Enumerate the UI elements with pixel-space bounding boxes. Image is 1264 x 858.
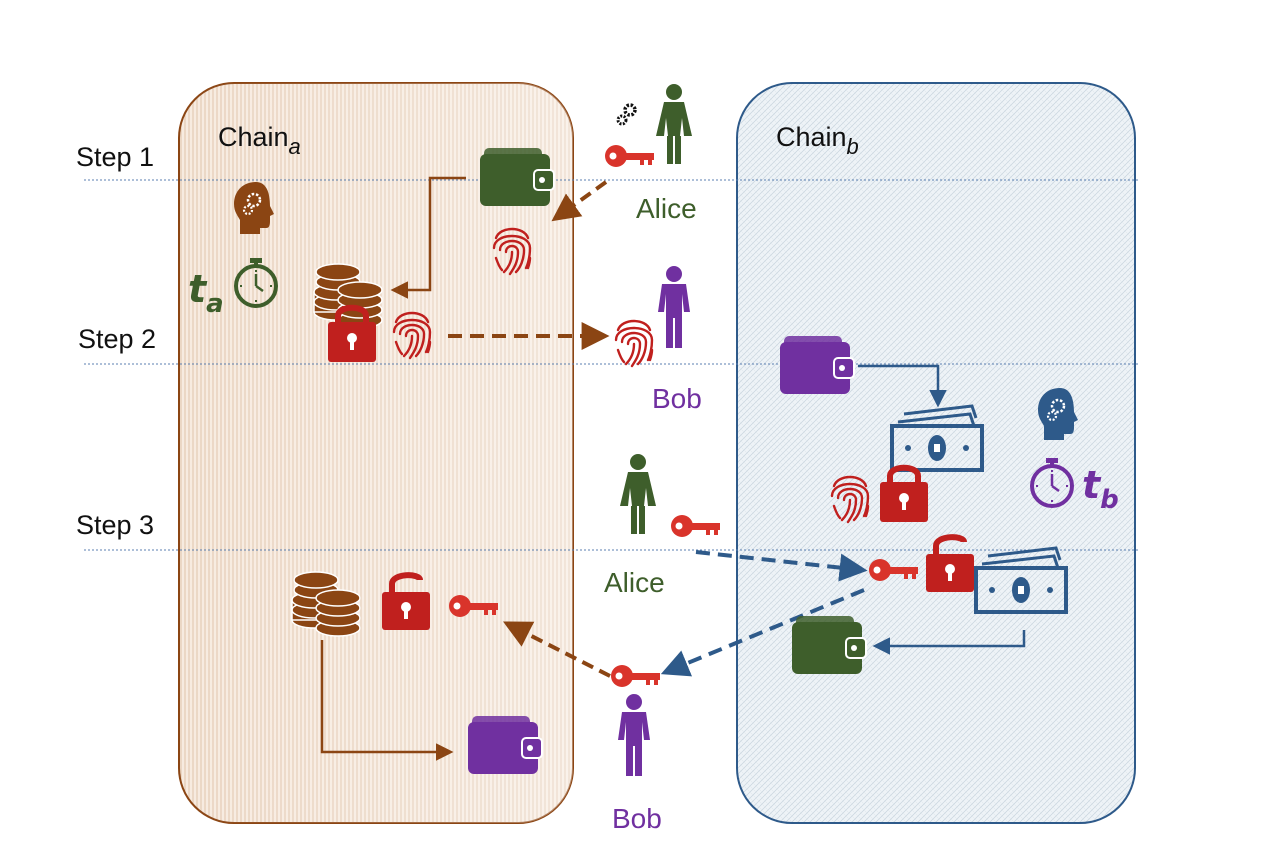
gears-icon: [616, 103, 637, 126]
step3-label: Step 3: [76, 510, 154, 540]
flow-cash-to-wallet: [872, 630, 1026, 655]
wallet-icon: [791, 615, 867, 675]
timer-tb: tb: [1082, 463, 1119, 515]
arrow-alice-reveal-key: [695, 550, 868, 582]
step1-label: Step 1: [76, 142, 154, 172]
wallet-icon: [779, 335, 855, 395]
fingerprint-icon: [614, 319, 654, 368]
wallet-icon: [479, 147, 555, 207]
flow-wallet-to-cash: [858, 364, 947, 408]
key-icon: [671, 515, 720, 537]
arrow-bob-to-chain-a: [503, 621, 611, 678]
person-icon: [620, 454, 656, 534]
key-icon: [605, 145, 654, 167]
key-icon: [611, 665, 660, 687]
alice-label-top: Alice: [636, 193, 697, 224]
chain-b-title: Chainb: [776, 122, 859, 159]
person-icon: [618, 694, 650, 776]
person-icon: [656, 84, 692, 164]
alice-label-mid: Alice: [604, 567, 665, 598]
step2-label: Step 2: [78, 324, 156, 354]
arrow-alice-sign: [551, 180, 608, 222]
flow-wallet-to-coins: [390, 176, 466, 299]
timer-ta: ta: [188, 267, 224, 319]
arrow-key-to-bob: [660, 588, 865, 677]
bob-label-bottom: Bob: [612, 803, 662, 834]
bob-label-mid: Bob: [652, 383, 702, 414]
chain-a-title: Chaina: [218, 122, 301, 159]
wallet-icon: [467, 715, 543, 775]
person-icon: [658, 266, 690, 348]
chain-a-panel: [178, 82, 574, 824]
flow-coins-to-wallet: [320, 640, 454, 761]
